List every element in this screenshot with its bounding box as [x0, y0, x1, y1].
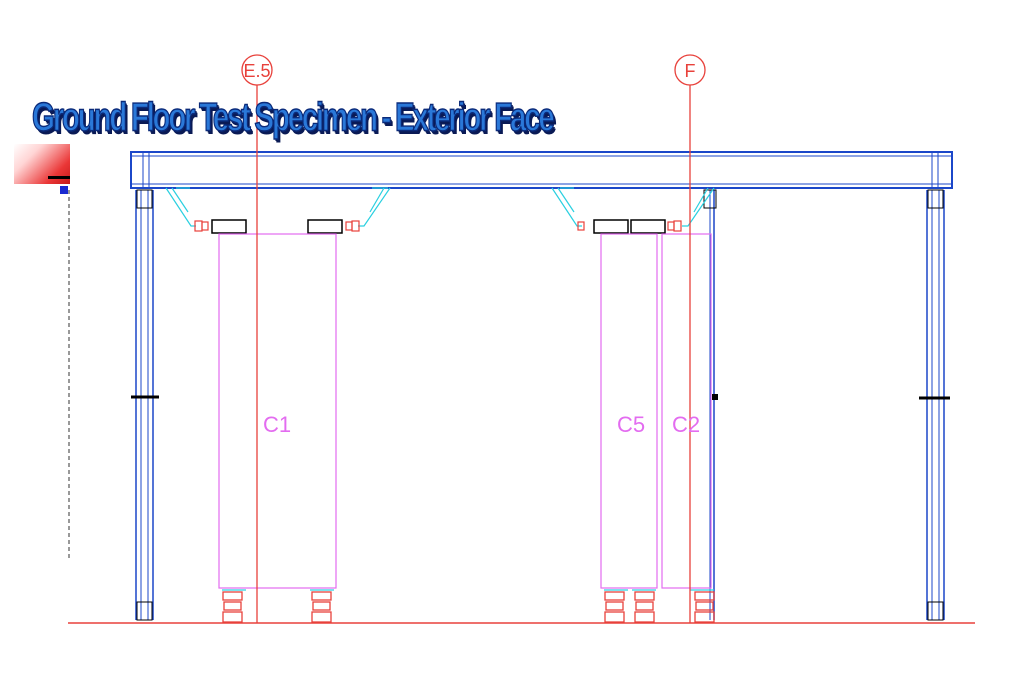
- base-supports: [222, 591, 715, 623]
- grid-line-e5: E.5: [241, 54, 273, 623]
- column-label-c2: C2: [672, 412, 700, 437]
- column-c2: [661, 233, 712, 589]
- column-label-c1: C1: [263, 412, 291, 437]
- column-c5: [600, 233, 658, 589]
- top-fittings: [194, 220, 682, 232]
- right-post: [919, 189, 950, 621]
- top-connectors: [211, 219, 666, 234]
- page-title: Ground Floor Test Specimen - Exterior Fa…: [31, 95, 555, 141]
- grid-label-e5: E.5: [243, 61, 270, 81]
- left-post: [131, 189, 159, 621]
- grid-label-f: F: [685, 61, 696, 81]
- black-dash-accent: [48, 176, 70, 179]
- column-label-c5: C5: [617, 412, 645, 437]
- specimen-columns: [218, 233, 712, 589]
- middle-post: [703, 189, 718, 620]
- grid-bubble-f: [674, 54, 706, 86]
- top-beam: [130, 151, 953, 189]
- grid-bubble-e5: [241, 54, 273, 86]
- grid-line-f: F: [674, 54, 706, 623]
- blue-square-accent: [60, 186, 68, 194]
- bracket-group: [165, 187, 715, 227]
- column-c1: [218, 233, 337, 589]
